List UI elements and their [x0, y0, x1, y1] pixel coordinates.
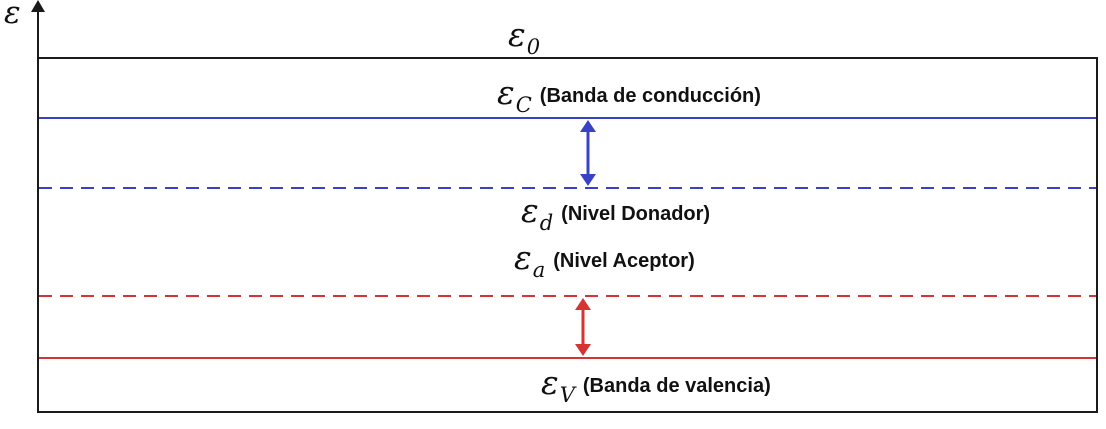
donor-level-line — [39, 187, 1096, 189]
vacuum-level-line — [38, 57, 1098, 59]
level-description: (Banda de conducción) — [539, 85, 761, 107]
epsilon-subscript: V — [559, 383, 575, 407]
epsilon-subscript: 0 — [526, 35, 541, 59]
epsilon-symbol: ε — [521, 191, 539, 230]
conduction-band-label: εC (Banda de conducción) — [497, 73, 761, 116]
level-description: (Nivel Aceptor) — [553, 250, 695, 272]
epsilon-symbol: ε — [514, 238, 532, 277]
conduction-band-line — [39, 117, 1096, 119]
epsilon-subscript: a — [532, 258, 546, 282]
level-description: (Banda de valencia) — [582, 375, 771, 397]
acceptor-valence-gap-arrow — [575, 298, 591, 356]
valence-band-line — [39, 357, 1096, 359]
acceptor-level-line — [39, 295, 1096, 297]
box-right-border — [1096, 57, 1098, 413]
e0-label: ε0 — [508, 15, 540, 58]
conduction-donor-gap-arrow — [580, 120, 596, 186]
axis-label: ε — [4, 0, 21, 31]
epsilon-subscript: d — [539, 211, 554, 235]
epsilon-symbol: ε — [541, 363, 559, 402]
energy-axis-line — [37, 4, 39, 413]
epsilon-subscript: C — [515, 93, 532, 117]
epsilon-symbol: ε — [497, 73, 515, 112]
box-bottom-border — [38, 411, 1098, 413]
donor-level-label: εd (Nivel Donador) — [521, 191, 711, 234]
acceptor-level-label: εa (Nivel Aceptor) — [514, 238, 695, 281]
arrow-stem — [586, 128, 590, 178]
epsilon-symbol: ε — [508, 15, 526, 54]
valence-band-label: εV (Banda de valencia) — [541, 363, 771, 406]
level-description: (Nivel Donador) — [561, 203, 711, 225]
arrow-stem — [581, 306, 585, 348]
